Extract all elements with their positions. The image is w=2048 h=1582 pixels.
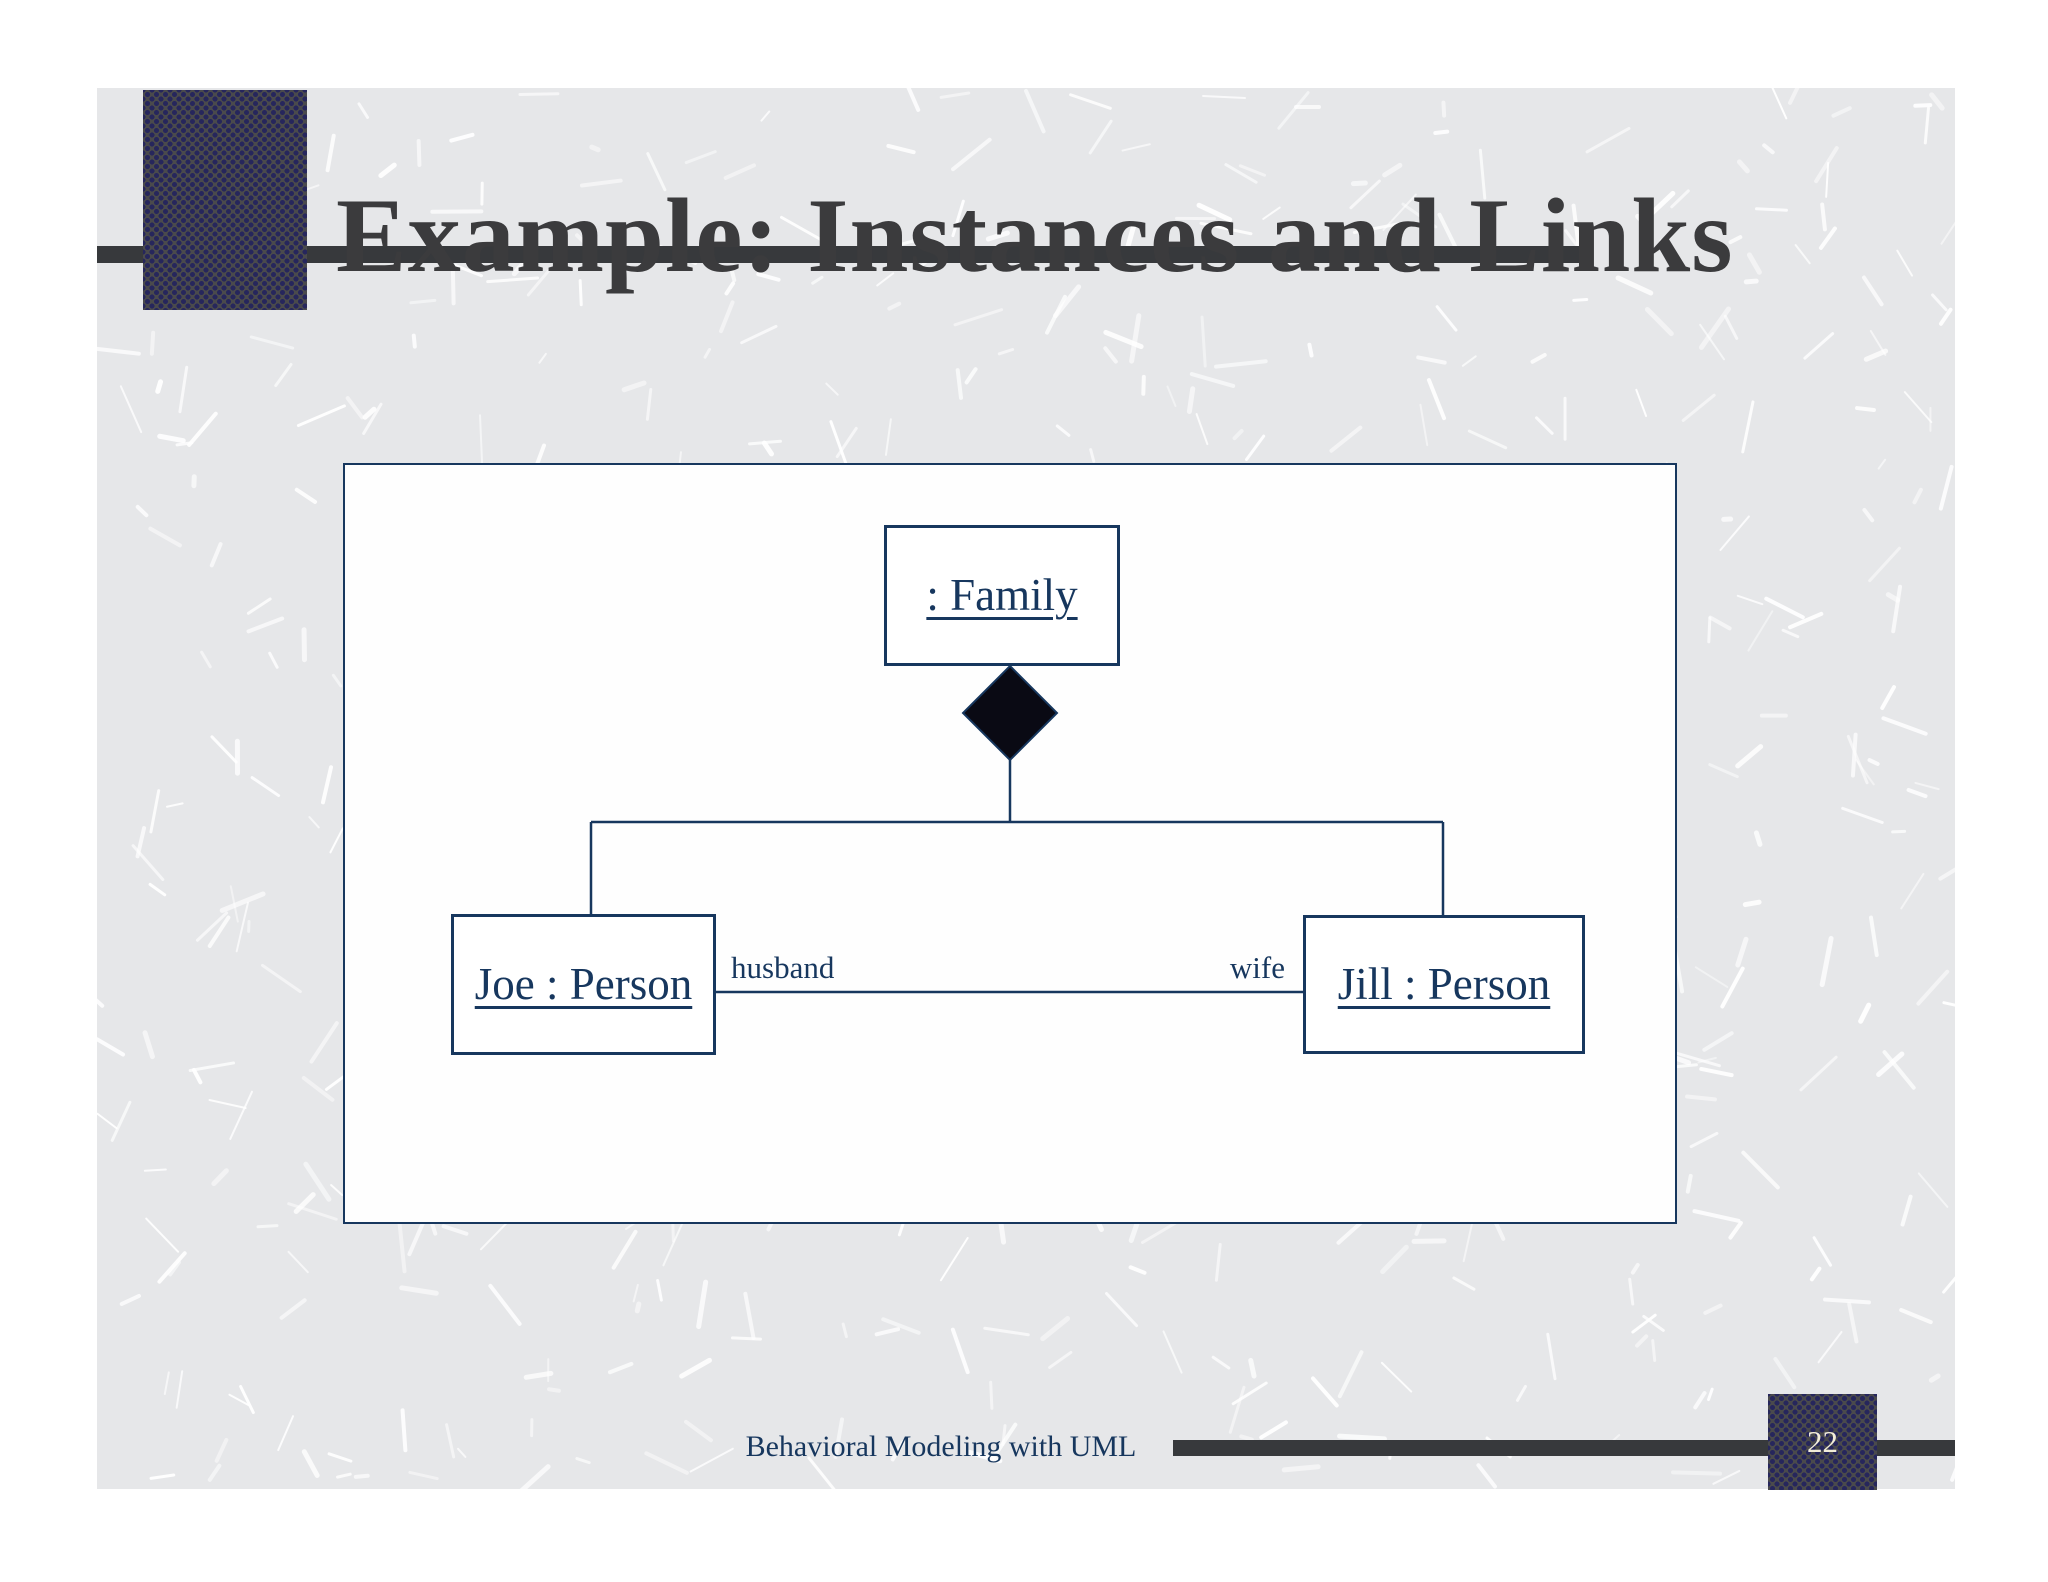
- page-title: Example: Instances and Links: [336, 177, 1734, 295]
- object-label-family: : Family: [926, 569, 1078, 620]
- footer-text: Behavioral Modeling with UML: [745, 1430, 1137, 1463]
- header-rule: [97, 246, 1580, 263]
- header-accent-square: [143, 90, 307, 310]
- object-box-joe: Joe : Person: [451, 914, 716, 1055]
- role-label-wife: wife: [1229, 950, 1285, 985]
- object-box-family: : Family: [884, 525, 1120, 666]
- object-label-jill: Jill : Person: [1337, 958, 1551, 1009]
- role-label-husband: husband: [731, 950, 835, 985]
- composition-diamond-icon: [961, 664, 1059, 762]
- footer-rule: [1173, 1440, 1955, 1456]
- object-label-joe: Joe : Person: [474, 958, 693, 1009]
- footer-accent-square: 22: [1768, 1394, 1877, 1490]
- diagram-connectors: [589, 664, 1445, 994]
- object-box-jill: Jill : Person: [1303, 915, 1585, 1054]
- page-number: 22: [1807, 1424, 1838, 1459]
- uml-diagram-panel: : Family Joe : Person Jill : Person husb…: [343, 463, 1677, 1224]
